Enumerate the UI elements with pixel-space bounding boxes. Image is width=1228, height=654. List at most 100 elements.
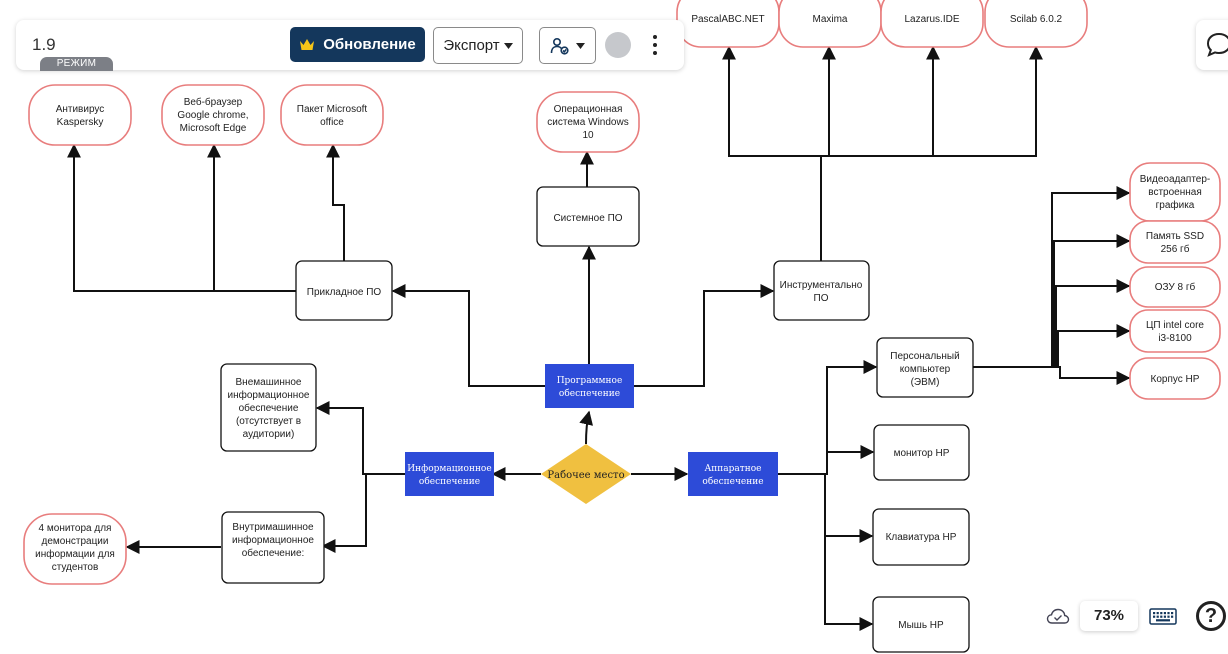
node-instrumental[interactable]: Инструментально ПО (773, 260, 870, 321)
edges (67, 45, 1131, 631)
node-applied[interactable]: Прикладное ПО (295, 260, 393, 321)
crown-icon (300, 39, 315, 50)
node-center[interactable]: Рабочее место (541, 444, 631, 504)
chat-button[interactable] (1196, 20, 1228, 70)
node-external-info-l4: (отсутствует в (236, 416, 301, 427)
node-internal-info-l1: Внутримашинное (232, 522, 314, 533)
node-program[interactable]: Программное обеспечение (545, 364, 634, 408)
caret-down-icon (503, 42, 513, 49)
leaf-cpu-l1: ЦП intel core (1146, 320, 1204, 331)
edge-program-applied (391, 284, 545, 387)
share-button[interactable] (539, 27, 596, 64)
leaf-os-l3: 10 (582, 130, 594, 141)
edge-center-program (579, 410, 593, 445)
share-people-icon (550, 37, 569, 55)
leaf-antivirus-l2: Kaspersky (57, 117, 104, 128)
leaf-os[interactable]: Операционная система Windows 10 (536, 91, 640, 153)
node-keyboard[interactable]: Клавиатура HP (872, 508, 970, 566)
node-pc[interactable]: Персональный компьютер (ЭВМ) (876, 337, 974, 398)
node-external-info-l3: обеспечение (239, 402, 299, 414)
node-center-label: Рабочее место (547, 470, 624, 481)
node-monitor[interactable]: монитор HP (873, 424, 970, 481)
leaf-os-l2: система Windows (547, 117, 628, 128)
node-external-info-l5: аудитории) (243, 429, 295, 440)
leaf-monitors4-l3: информации для (35, 548, 115, 560)
edge-info-external (315, 401, 405, 475)
leaf-monitors4-l1: 4 монитора для (39, 523, 112, 534)
node-mouse-label: Мышь HP (898, 620, 944, 631)
leaf-gpu-l3: графика (1156, 199, 1195, 211)
leaf-ssd-l2: 256 гб (1161, 243, 1190, 255)
leaf-pascal-label: PascalABC.NET (691, 14, 764, 25)
upgrade-label: Обновление (323, 36, 416, 53)
leaf-ram[interactable]: ОЗУ 8 гб (1129, 266, 1221, 308)
node-external-info[interactable]: Внемашинное информационное обеспечение (… (220, 363, 317, 452)
node-hardware-label-1: Аппаратное (704, 464, 761, 474)
leaf-case[interactable]: Корпус HP (1129, 357, 1221, 400)
node-internal-info[interactable]: Внутримашинное информационное обеспечени… (221, 511, 325, 584)
node-pc-l1: Персональный (890, 351, 959, 362)
node-mouse[interactable]: Мышь HP (872, 596, 970, 653)
leaf-maxima-label: Maxima (812, 14, 847, 25)
edge-instr-lazarus (821, 45, 940, 157)
leaf-browser-l2: Google chrome, (177, 110, 248, 121)
node-keyboard-label: Клавиатура HP (886, 532, 957, 543)
leaf-cpu[interactable]: ЦП intel core i3-8100 (1129, 309, 1221, 353)
chat-icon (1206, 32, 1228, 57)
edge-applied-browser (207, 143, 296, 292)
node-external-info-l2: информационное (228, 389, 310, 401)
node-info-label-2: обеспечение (419, 476, 480, 487)
document-title[interactable]: 1.9 (32, 35, 56, 54)
caret-down-icon (576, 42, 585, 49)
leaf-gpu[interactable]: Видеоадаптер- встроенная графика (1129, 162, 1221, 222)
leaf-gpu-l1: Видеоадаптер- (1140, 174, 1211, 185)
leaf-monitors4[interactable]: 4 монитора для демонстрации информации д… (23, 513, 127, 585)
node-instrumental-label-2: ПО (814, 293, 829, 304)
edge-program-instrumental (634, 284, 775, 387)
edge-instr-scilab (821, 45, 1043, 157)
kebab-icon[interactable] (648, 32, 662, 58)
leaf-browser[interactable]: Веб-браузер Google chrome, Microsoft Edg… (161, 84, 265, 146)
edge-instr-pascal (722, 45, 821, 157)
leaf-gpu-l2: встроенная (1148, 187, 1202, 198)
node-info-label-1: Информационное (407, 464, 491, 474)
export-button[interactable]: Экспорт (433, 27, 523, 64)
node-pc-l3: (ЭВМ) (911, 377, 940, 388)
leaf-scilab[interactable]: Scilab 6.0.2 (984, 0, 1088, 48)
node-hardware[interactable]: Аппаратное обеспечение (688, 452, 778, 496)
leaf-ssd[interactable]: Память SSD 256 гб (1129, 220, 1221, 264)
avatar[interactable] (605, 32, 631, 58)
edge-applied-antivirus (67, 143, 296, 292)
edge-pc-gpu (973, 186, 1131, 368)
leaf-monitors4-l4: студентов (52, 562, 99, 573)
leaf-lazarus[interactable]: Lazarus.IDE (880, 0, 984, 48)
edge-hw-mouse (778, 473, 874, 631)
leaf-case-label: Корпус HP (1151, 374, 1200, 385)
top-toolbar: 1.9 РЕЖИМ Обновление Экспорт (16, 20, 684, 71)
node-system-label: Системное ПО (553, 213, 622, 224)
leaf-maxima[interactable]: Maxima (778, 0, 882, 48)
cloud-check-icon[interactable] (1046, 606, 1070, 626)
node-external-info-l1: Внемашинное (236, 377, 302, 388)
node-info[interactable]: Информационное обеспечение (405, 452, 494, 496)
leaf-antivirus[interactable]: Антивирус Kaspersky (28, 84, 132, 146)
upgrade-button[interactable]: Обновление (290, 27, 425, 62)
help-icon[interactable]: ? (1196, 601, 1226, 631)
leaf-scilab-label: Scilab 6.0.2 (1010, 14, 1063, 25)
mode-badge[interactable]: РЕЖИМ (40, 57, 113, 71)
export-label: Экспорт (443, 37, 500, 54)
leaf-pascal[interactable]: PascalABC.NET (676, 0, 780, 48)
leaf-ssd-l1: Память SSD (1146, 231, 1204, 242)
leaf-browser-l1: Веб-браузер (184, 96, 243, 108)
node-internal-info-l3: обеспечение: (242, 547, 305, 559)
zoom-level[interactable]: 73% (1080, 601, 1138, 631)
leaf-office[interactable]: Пакет Microsoft office (280, 84, 384, 146)
node-monitor-label: монитор HP (894, 448, 950, 459)
node-system[interactable]: Системное ПО (536, 186, 640, 247)
node-program-label-1: Программное (557, 376, 623, 386)
keyboard-icon[interactable] (1149, 606, 1177, 626)
node-hardware-label-2: обеспечение (702, 476, 763, 487)
leaf-cpu-l2: i3-8100 (1158, 333, 1192, 344)
leaf-browser-l3: Microsoft Edge (180, 123, 247, 134)
